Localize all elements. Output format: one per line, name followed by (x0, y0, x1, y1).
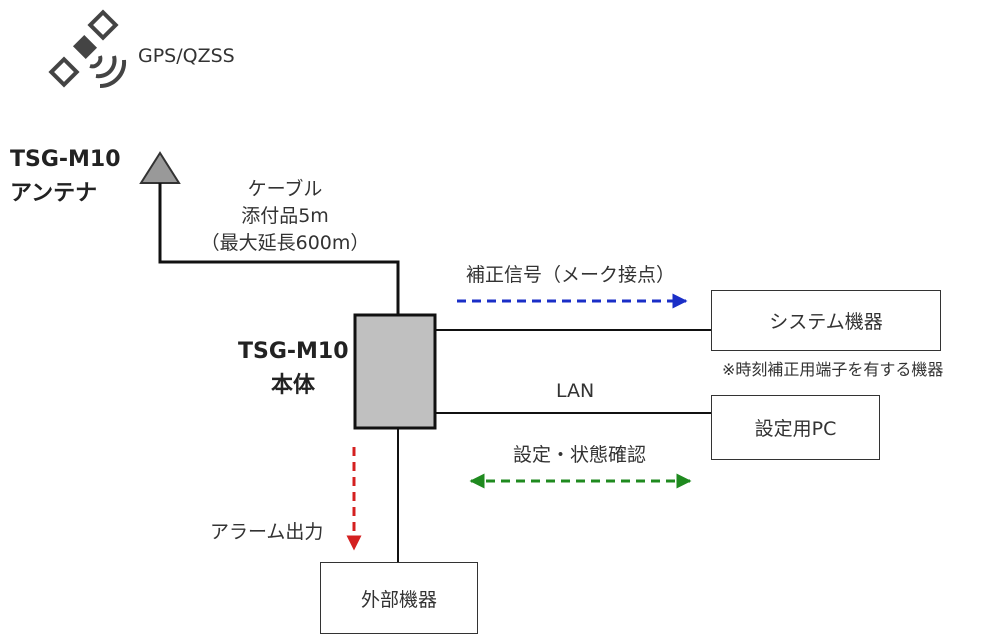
antenna-label-line2: アンテナ (10, 181, 98, 206)
alarm-output-label: アラーム出力 (210, 521, 324, 543)
antenna-cable-line (158, 183, 400, 315)
main-unit-box (353, 313, 437, 430)
system-device-label: システム機器 (769, 311, 883, 333)
antenna-label-line1: TSG-M10 (10, 147, 121, 172)
cable-label-line1: ケーブル (247, 178, 323, 200)
diagram-graphics (48, 9, 712, 563)
system-device-note: ※時刻補正用端子を有する機器 (722, 360, 944, 379)
cable-label: ケーブル 添付品5m （最大延長600m） (185, 176, 385, 257)
antenna-label: TSG-M10 アンテナ (10, 143, 121, 211)
satellite-label: GPS/QZSS (138, 45, 235, 67)
cable-label-line2: 添付品5m (241, 205, 329, 227)
config-pc-label: 設定用PC (754, 418, 837, 440)
main-unit-label-line1: TSG-M10 (238, 339, 349, 364)
diagram-canvas: GPS/QZSS TSG-M10 アンテナ ケーブル 添付品5m （最大延長60… (10, 9, 944, 634)
main-unit-label: TSG-M10 本体 (238, 335, 349, 403)
lan-label: LAN (556, 380, 595, 402)
config-pc-box: 設定用PC (711, 395, 880, 460)
cable-label-line3: （最大延長600m） (200, 232, 370, 254)
antenna-triangle-icon (139, 151, 181, 184)
satellite-icon (48, 9, 127, 89)
config-status-label: 設定・状態確認 (513, 444, 647, 466)
main-unit-label-line2: 本体 (270, 373, 315, 398)
correction-signal-label: 補正信号（メーク接点） (466, 264, 676, 286)
external-device-box: 外部機器 (320, 562, 478, 634)
system-device-box: システム機器 (711, 290, 941, 351)
external-device-label: 外部機器 (360, 589, 437, 611)
